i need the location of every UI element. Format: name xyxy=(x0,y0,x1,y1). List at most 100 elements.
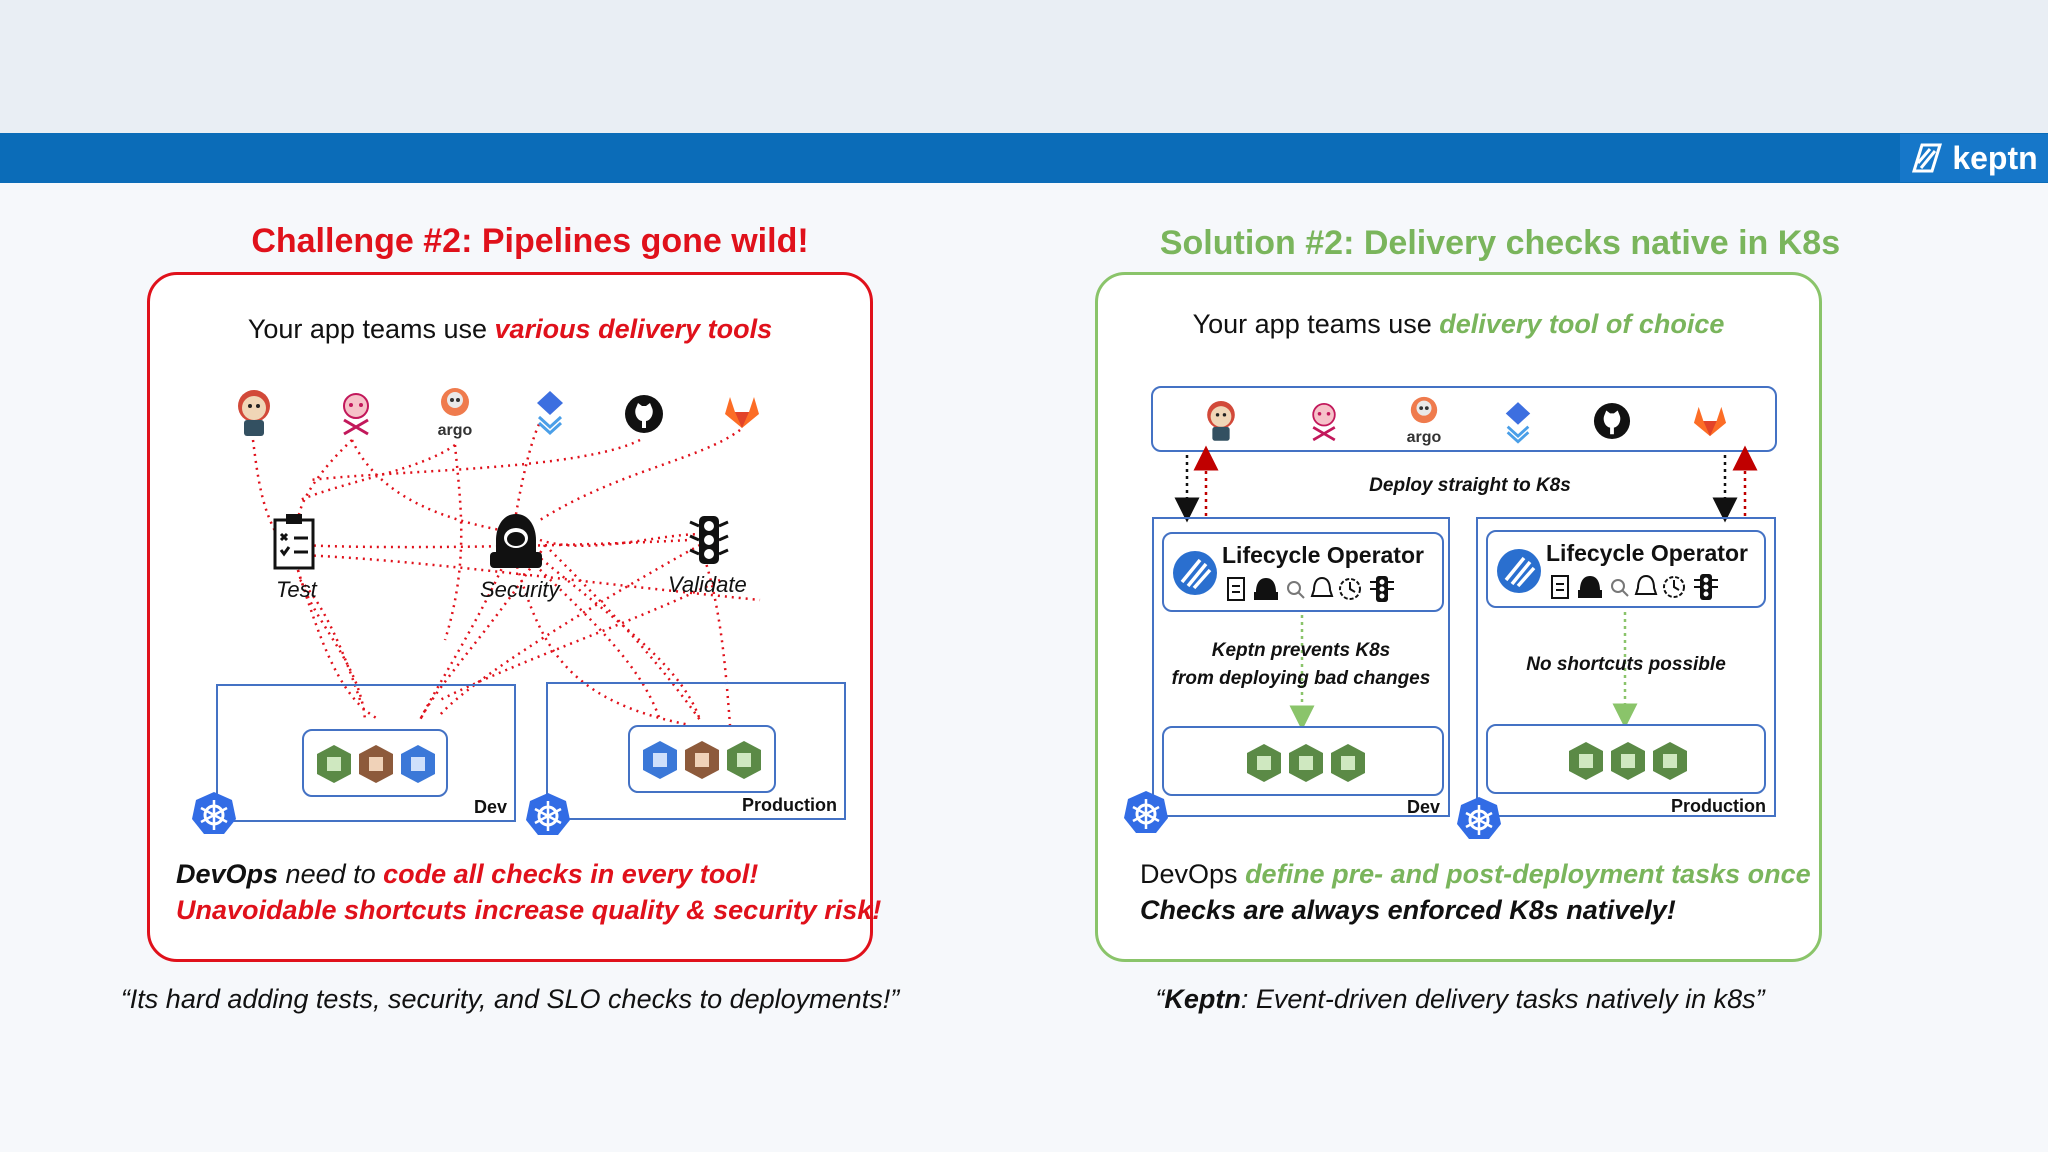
checklist-icon xyxy=(1551,575,1569,599)
challenge-subhead-text: Your app teams use xyxy=(247,314,488,344)
note-line2: from deploying bad changes xyxy=(1171,668,1431,689)
argo-icon xyxy=(441,388,469,416)
test-checklist-icon xyxy=(273,514,315,570)
keptn-logo-icon xyxy=(1497,549,1541,593)
kubernetes-icon xyxy=(192,792,236,834)
production-pod-group xyxy=(1486,724,1766,794)
challenge-bottom-text: DevOps need to code all checks in every … xyxy=(176,856,881,928)
keptn-prevents-note: Keptn prevents K8s from deploying bad ch… xyxy=(1152,637,1450,693)
pod-green-icon xyxy=(1247,744,1281,782)
checklist-icon xyxy=(1227,577,1245,601)
argo-label: argo xyxy=(437,422,473,439)
argo-label: argo xyxy=(1406,429,1442,446)
tekton-icon xyxy=(537,391,563,436)
caption-open-quote: “ xyxy=(1155,984,1165,1014)
argo-logo: argo xyxy=(430,385,480,439)
timer-icon xyxy=(1663,576,1685,598)
validate-traffic-light-icon xyxy=(689,516,729,564)
kubernetes-icon xyxy=(1124,791,1168,833)
production-environment xyxy=(1476,517,1776,817)
pod-icons xyxy=(1247,744,1365,782)
traffic-light-icon xyxy=(1694,574,1718,600)
challenge-title: Challenge #2: Pipelines gone wild! xyxy=(251,222,809,260)
devops-label: DevOps xyxy=(176,859,279,889)
magnifier-icon xyxy=(1287,581,1305,599)
jenkins-icon xyxy=(1207,401,1235,441)
solution-bottom-line2: Checks are always enforced K8s natively! xyxy=(1140,895,1676,925)
devops-label: DevOps xyxy=(1140,859,1238,889)
bell-icon xyxy=(1634,574,1658,595)
header-bar xyxy=(0,133,2048,183)
challenge-subhead-emphasis: various delivery tools xyxy=(494,314,773,344)
no-shortcuts-note: No shortcuts possible xyxy=(1526,654,1726,675)
dev-env-label: Dev xyxy=(1407,797,1441,817)
challenge-caption: “Its hard adding tests, security, and SL… xyxy=(120,984,900,1014)
hacker-icon xyxy=(1578,576,1602,598)
security-label: Security xyxy=(480,577,560,602)
pod-brown-icon xyxy=(359,745,393,783)
challenge-bottom-line1: DevOps need to code all checks in every … xyxy=(176,856,881,892)
brand-name: keptn xyxy=(1952,139,2038,176)
note-line1: Keptn prevents K8s xyxy=(1211,640,1391,661)
pod-green-icon xyxy=(1653,742,1687,780)
dev-environment xyxy=(216,684,516,822)
pod-brown-icon xyxy=(685,741,719,779)
lifecycle-operator-production: Lifecycle Operator xyxy=(1486,530,1766,608)
argo-logo: argo xyxy=(1400,394,1448,446)
keptn-logo-icon xyxy=(1173,551,1217,595)
hacker-icon xyxy=(1254,578,1278,600)
solution-bottom-emphasis: define pre- and post-deployment tasks on… xyxy=(1245,859,1811,889)
jenkins-x-icon xyxy=(343,393,369,436)
dev-pod-group xyxy=(302,729,448,797)
pod-icons xyxy=(1569,742,1687,780)
argo-icon xyxy=(1410,396,1438,424)
pod-green-icon xyxy=(727,741,761,779)
bell-icon xyxy=(1310,576,1334,597)
solution-caption: “Keptn: Event-driven delivery tasks nati… xyxy=(1060,984,1860,1015)
pod-green-icon xyxy=(317,745,351,783)
operator-task-icons xyxy=(1227,576,1394,602)
dev-environment xyxy=(1152,517,1450,817)
challenge-bottom-line2: Unavoidable shortcuts increase quality &… xyxy=(176,895,882,925)
pod-blue-icon xyxy=(401,745,435,783)
gitlab-icon xyxy=(725,397,759,428)
solution-title: Solution #2: Delivery checks native in K… xyxy=(1159,224,1841,262)
brand-logo: keptn xyxy=(1900,134,2048,182)
production-env-label: Production xyxy=(1671,796,1766,816)
pod-green-icon xyxy=(1331,744,1365,782)
pod-blue-icon xyxy=(643,741,677,779)
keptn-logo-icon xyxy=(1912,143,1943,173)
production-environment xyxy=(546,682,846,820)
solution-subhead-text: Your app teams use xyxy=(1192,309,1432,339)
test-label: Test xyxy=(276,577,317,602)
pod-green-icon xyxy=(1289,744,1323,782)
production-pod-group xyxy=(628,725,776,793)
dev-pod-group xyxy=(1162,726,1444,796)
challenge-bottom-connector: need to xyxy=(278,859,384,889)
delivery-tools-bar xyxy=(1151,386,1777,452)
github-icon xyxy=(625,395,663,433)
jenkins-x-icon xyxy=(1312,403,1336,442)
gitlab-icon xyxy=(1693,406,1727,437)
challenge-bottom-emphasis: code all checks in every tool! xyxy=(383,859,759,889)
caption-keptn: Keptn xyxy=(1164,984,1241,1014)
solution-subhead: Your app teams use delivery tool of choi… xyxy=(1095,309,1822,340)
challenge-subhead: Your app teams use various delivery tool… xyxy=(147,314,873,345)
kubernetes-icon xyxy=(1457,797,1501,839)
header-background xyxy=(0,0,2048,133)
solution-bottom-line1: DevOps define pre- and post-deployment t… xyxy=(1140,856,1811,892)
magnifier-icon xyxy=(1611,579,1629,597)
security-hacker-icon xyxy=(490,514,542,568)
deploy-label: Deploy straight to K8s xyxy=(1369,475,1571,496)
dev-env-label: Dev xyxy=(474,797,508,817)
validate-label: Validate xyxy=(668,572,747,597)
solution-bottom-text: DevOps define pre- and post-deployment t… xyxy=(1140,856,1811,928)
production-env-label: Production xyxy=(742,795,837,815)
jenkins-icon xyxy=(238,390,270,436)
tekton-icon xyxy=(1505,402,1531,444)
solution-subhead-emphasis: delivery tool of choice xyxy=(1439,309,1725,339)
kubernetes-icon xyxy=(526,793,570,835)
timer-icon xyxy=(1339,578,1361,600)
